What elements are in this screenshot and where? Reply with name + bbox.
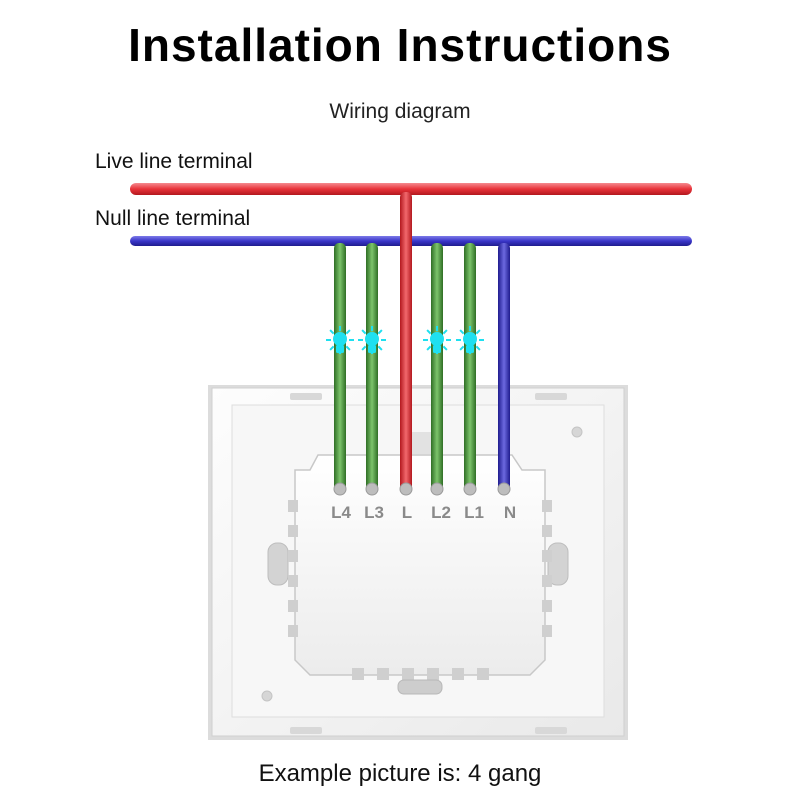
wire-l3 bbox=[366, 243, 378, 491]
screw-l1 bbox=[463, 482, 477, 496]
wire-l2 bbox=[431, 243, 443, 491]
terminal-label-n: N bbox=[504, 503, 516, 522]
bulb-icon-l4 bbox=[326, 326, 354, 354]
wire-l1 bbox=[464, 243, 476, 491]
example-caption: Example picture is: 4 gang bbox=[258, 760, 542, 787]
terminal-box bbox=[288, 454, 552, 695]
diagram-subtitle: Wiring diagram bbox=[329, 100, 471, 123]
page-title: Installation Instructions bbox=[128, 19, 672, 71]
wire-l4 bbox=[334, 243, 346, 491]
screw-l3 bbox=[365, 482, 379, 496]
bulb-icon-l2 bbox=[423, 326, 451, 354]
bulb-icon-l1 bbox=[456, 326, 484, 354]
null-line-label: Null line terminal bbox=[95, 207, 251, 230]
screw-l2 bbox=[430, 482, 444, 496]
terminal-label-l1: L1 bbox=[464, 503, 484, 522]
wire-l bbox=[400, 192, 412, 491]
screw-l bbox=[399, 482, 413, 496]
bulb-icon-l3 bbox=[358, 326, 386, 354]
live-line-bus bbox=[130, 183, 692, 195]
screw-l4 bbox=[333, 482, 347, 496]
screw-n bbox=[497, 482, 511, 496]
live-line-label: Live line terminal bbox=[95, 150, 253, 173]
terminal-label-l3: L3 bbox=[364, 503, 384, 522]
terminal-label-l4: L4 bbox=[331, 503, 351, 522]
wire-n bbox=[498, 243, 510, 491]
terminal-label-l2: L2 bbox=[431, 503, 451, 522]
terminal-label-l: L bbox=[402, 503, 412, 522]
